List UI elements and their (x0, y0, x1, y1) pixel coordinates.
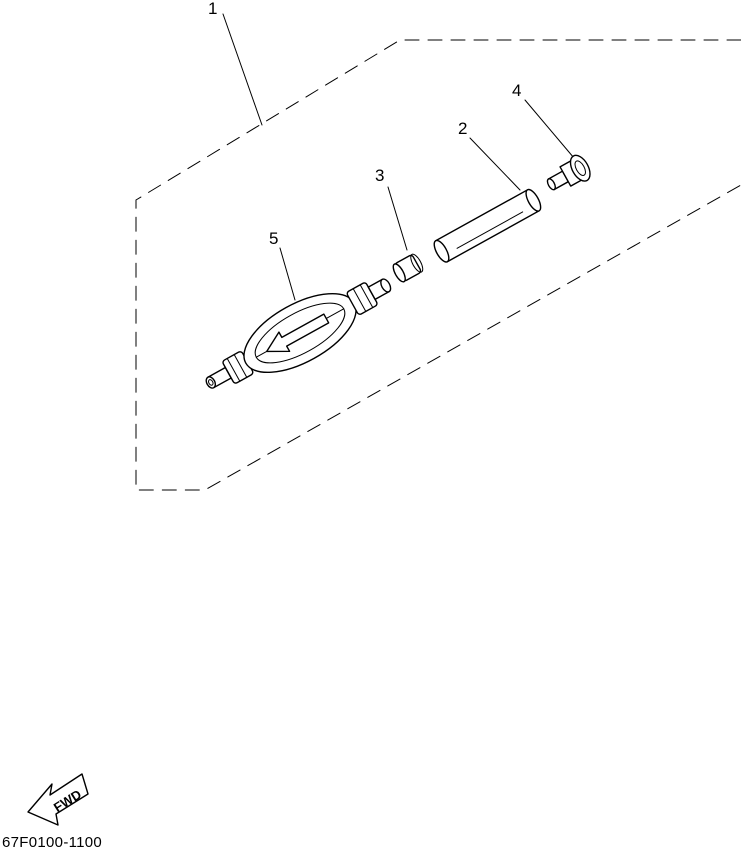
leader-line-4 (524, 99, 575, 159)
part-3-clip (392, 253, 424, 283)
leader-lines (222, 13, 575, 301)
part-4-joint (546, 154, 591, 191)
part-5-primer-bulb (205, 278, 392, 389)
callout-2: 2 (458, 119, 467, 138)
callout-3: 3 (375, 166, 384, 185)
assembly-boundary (135, 39, 741, 491)
callout-1: 1 (208, 0, 217, 18)
callout-5: 5 (269, 229, 278, 248)
leader-line-5 (279, 247, 296, 301)
part-2-hose (433, 188, 542, 263)
callout-4: 4 (512, 81, 521, 100)
leader-line-2 (469, 137, 521, 191)
leader-line-1 (222, 13, 263, 126)
leader-line-3 (387, 186, 408, 251)
part-code: 67F0100-1100 (2, 834, 103, 851)
fwd-arrow-icon: FWD (27, 773, 89, 826)
